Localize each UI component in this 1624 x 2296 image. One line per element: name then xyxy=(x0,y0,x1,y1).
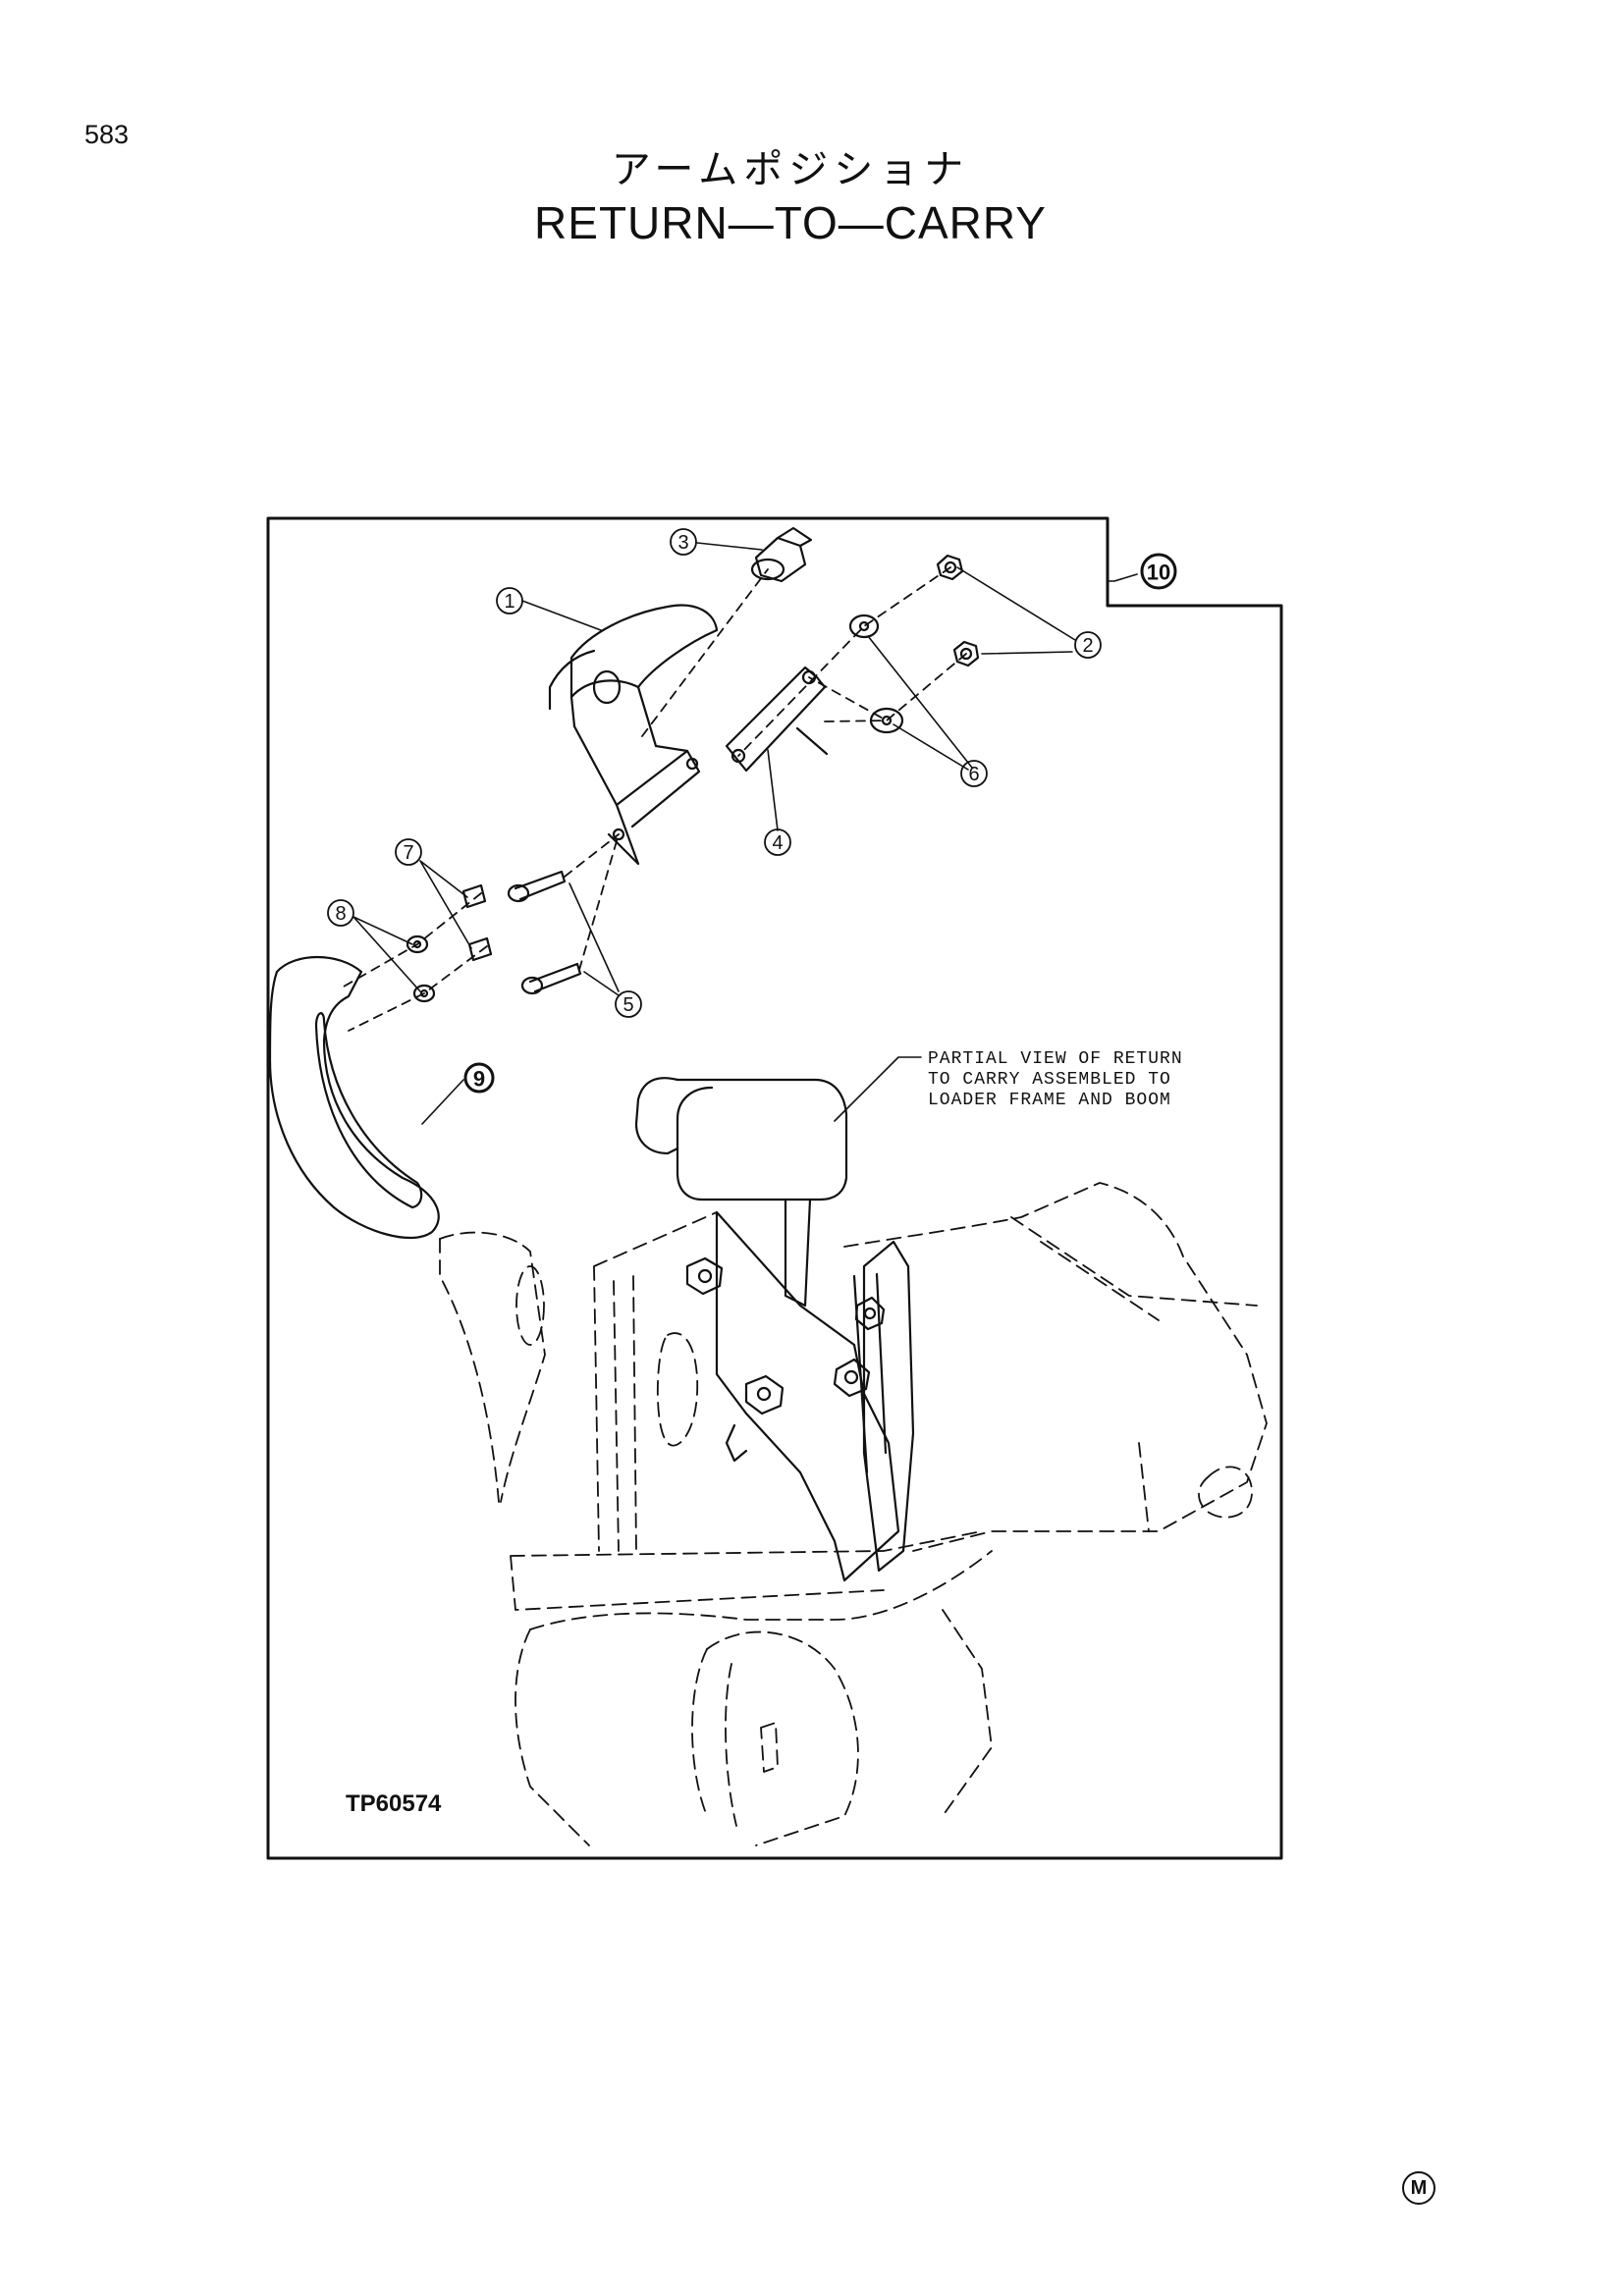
leader-1 xyxy=(521,600,602,631)
callout-6: 6 xyxy=(968,764,979,785)
part-3-fitting xyxy=(750,526,813,583)
manufacturer-mark: M xyxy=(1402,2171,1435,2205)
callout-4: 4 xyxy=(772,832,783,854)
callout-1: 1 xyxy=(504,591,514,613)
leader-8 xyxy=(352,916,421,992)
assembled-bolts xyxy=(685,1256,886,1415)
page-title: RETURN—TO—CARRY xyxy=(534,197,1047,248)
leader-10 xyxy=(1107,573,1138,582)
callout-3: 3 xyxy=(677,532,688,554)
leader-note xyxy=(834,1056,922,1122)
leader-4 xyxy=(767,749,779,831)
part-5-pins xyxy=(507,870,582,995)
callout-7: 7 xyxy=(403,842,413,864)
note-line-3: LOADER FRAME AND BOOM xyxy=(928,1091,1171,1110)
part-7-bolts xyxy=(461,883,493,962)
callout-8: 8 xyxy=(335,903,346,925)
part-9-cam-plate xyxy=(268,956,440,1240)
leader-7 xyxy=(419,860,472,949)
part-4-link-plate xyxy=(725,666,829,773)
part-8-washers xyxy=(406,934,436,1003)
note-line-2: TO CARRY ASSEMBLED TO xyxy=(928,1070,1171,1090)
part-2-nuts xyxy=(936,554,980,667)
callout-2: 2 xyxy=(1082,635,1093,657)
leader-9 xyxy=(421,1079,464,1125)
assembled-side-plate xyxy=(685,1210,915,1582)
callout-9: 9 xyxy=(473,1067,485,1092)
part-1-bracket xyxy=(548,604,719,866)
partial-view-note: PARTIAL VIEW OF RETURN TO CARRY ASSEMBLE… xyxy=(928,1049,1183,1110)
leader-3 xyxy=(696,542,763,551)
page-number: 583 xyxy=(84,120,130,149)
page-title-japanese: アームポジショナ xyxy=(611,147,970,192)
note-line-1: PARTIAL VIEW OF RETURN xyxy=(928,1049,1183,1069)
leader-6 xyxy=(867,635,973,771)
leader-5 xyxy=(568,882,620,996)
figure-id: TP60574 xyxy=(346,1790,442,1817)
leader-2 xyxy=(956,566,1076,655)
diagram-frame xyxy=(266,516,1283,1860)
assembled-pedal xyxy=(634,1077,848,1308)
callout-5: 5 xyxy=(623,994,633,1016)
part-6-washers xyxy=(848,614,904,734)
loader-frame-phantom xyxy=(439,1182,1268,1846)
callout-10: 10 xyxy=(1147,561,1170,585)
